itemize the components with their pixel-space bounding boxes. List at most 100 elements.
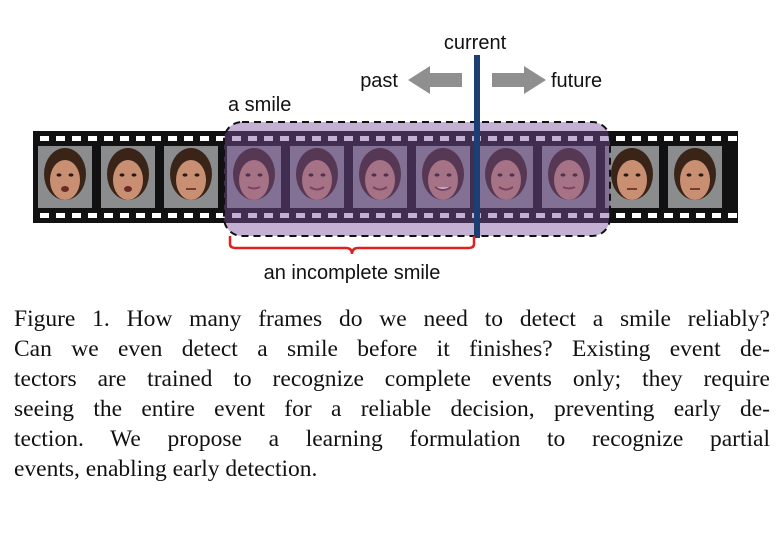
sprocket-hole (40, 136, 49, 141)
film-sprockets-bottom (40, 213, 737, 218)
sprocket-hole (264, 136, 273, 141)
sprocket-hole (568, 213, 577, 218)
sprocket-hole (600, 136, 609, 141)
face (554, 160, 584, 200)
caption-line: tectors are trained to recognize complet… (14, 366, 770, 392)
sprocket-hole (664, 213, 673, 218)
mouth (247, 186, 261, 190)
sprocket-hole (360, 213, 369, 218)
sprocket-hole (696, 136, 705, 141)
sprocket-hole (376, 136, 385, 141)
sprocket-hole (376, 213, 385, 218)
face (617, 160, 647, 200)
sprocket-hole (456, 136, 465, 141)
sprocket-hole (536, 213, 545, 218)
sprocket-hole (520, 213, 529, 218)
sprocket-hole (616, 136, 625, 141)
eye (509, 173, 515, 177)
sprocket-hole (216, 213, 225, 218)
sprocket-hole (120, 136, 129, 141)
eye (572, 173, 578, 177)
eye (308, 173, 314, 177)
sprocket-hole (424, 136, 433, 141)
smile-filmstrip-figure: current past future a smile an incomplet… (33, 32, 738, 284)
sprocket-hole (712, 136, 721, 141)
video-frame (38, 146, 92, 208)
sprocket-hole (680, 213, 689, 218)
face (491, 160, 521, 200)
smile-highlight-region (223, 121, 611, 237)
sprocket-hole (664, 136, 673, 141)
eye (434, 173, 440, 177)
face (176, 160, 206, 200)
sprocket-hole (136, 136, 145, 141)
sprocket-hole (568, 136, 577, 141)
sprocket-hole (440, 136, 449, 141)
video-frame (542, 146, 596, 208)
face (428, 160, 458, 200)
sprocket-hole (536, 136, 545, 141)
eye (56, 173, 62, 177)
eye (446, 173, 452, 177)
future-label: future (551, 70, 602, 92)
incomplete-brace (228, 236, 476, 255)
video-frame (416, 146, 470, 208)
sprocket-hole (600, 213, 609, 218)
film-sprockets-top (40, 136, 737, 141)
sprocket-hole (120, 213, 129, 218)
sprocket-hole (552, 213, 561, 218)
sprocket-hole (728, 213, 737, 218)
sprocket-hole (632, 213, 641, 218)
sprocket-hole (40, 213, 49, 218)
face (50, 160, 80, 200)
eye (194, 173, 200, 177)
mouth (562, 186, 576, 190)
eye (320, 173, 326, 177)
sprocket-hole (168, 136, 177, 141)
sprocket-hole (184, 213, 193, 218)
caption-line: events, enabling early detection. (14, 456, 318, 482)
sprocket-hole (344, 136, 353, 141)
sprocket-hole (504, 136, 513, 141)
caption-line: Can we even detect a smile before it fin… (14, 336, 770, 362)
past-arrow (408, 66, 462, 94)
eye (119, 173, 125, 177)
sprocket-hole (248, 213, 257, 218)
sprocket-hole (392, 136, 401, 141)
sprocket-hole (296, 136, 305, 141)
sprocket-hole (552, 136, 561, 141)
sprocket-hole (200, 213, 209, 218)
current-label: current (444, 32, 507, 54)
sprocket-hole (408, 136, 417, 141)
sprocket-hole (72, 213, 81, 218)
sprocket-hole (264, 213, 273, 218)
video-frame (605, 146, 659, 208)
mouth (372, 186, 388, 191)
sprocket-hole (248, 136, 257, 141)
incomplete-smile-label: an incomplete smile (264, 262, 441, 284)
sprocket-hole (584, 213, 593, 218)
sprocket-hole (312, 136, 321, 141)
sprocket-hole (712, 213, 721, 218)
face (239, 160, 269, 200)
eye (68, 173, 74, 177)
sprocket-hole (696, 213, 705, 218)
sprocket-hole (56, 136, 65, 141)
caption-line: Figure 1. How many frames do we need to … (14, 306, 770, 332)
sprocket-hole (232, 136, 241, 141)
sprocket-hole (232, 213, 241, 218)
sprocket-hole (424, 213, 433, 218)
sprocket-hole (72, 136, 81, 141)
sprocket-hole (632, 136, 641, 141)
sprocket-hole (648, 213, 657, 218)
sprocket-hole (168, 213, 177, 218)
sprocket-hole (136, 213, 145, 218)
eye (383, 173, 389, 177)
sprocket-hole (488, 213, 497, 218)
video-frame (479, 146, 533, 208)
sprocket-hole (312, 213, 321, 218)
eye (245, 173, 251, 177)
face (365, 160, 395, 200)
sprocket-hole (728, 136, 737, 141)
sprocket-hole (584, 136, 593, 141)
